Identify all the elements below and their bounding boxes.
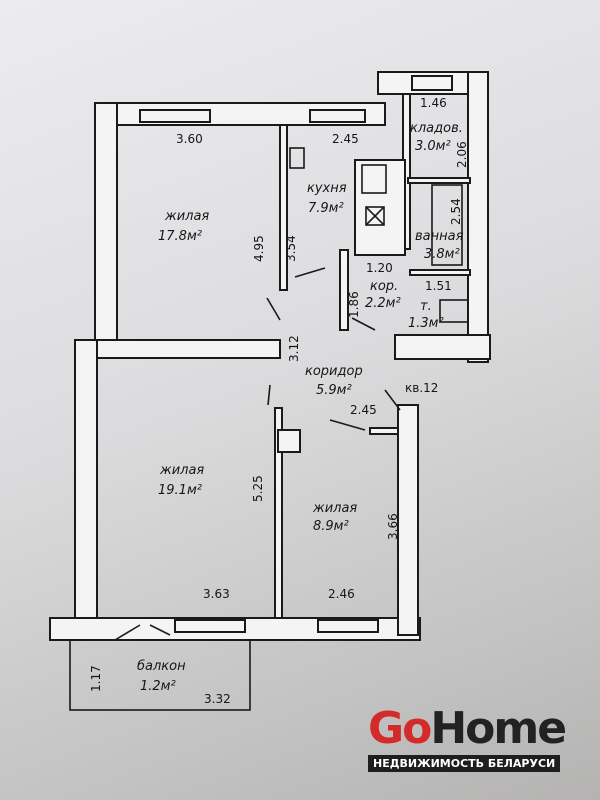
room-area: 8.9м² (313, 519, 349, 534)
dimension: 1.51 (425, 279, 452, 293)
dimension: 3.66 (386, 513, 400, 540)
dimension: 3.12 (287, 335, 301, 362)
room-area: 1.3м² (408, 316, 444, 331)
dimension: 3.63 (203, 587, 230, 601)
room-name: коридор (305, 364, 363, 379)
dimension: 1.20 (366, 261, 393, 275)
dimension: 5.25 (251, 475, 265, 502)
room-name: балкон (137, 659, 186, 674)
room-area: 3.8м² (424, 247, 460, 262)
dimension: 2.45 (332, 132, 359, 146)
room-area: 17.8м² (158, 229, 202, 244)
walls (49, 71, 491, 711)
dimension: 2.54 (449, 198, 463, 225)
dimension: 3.60 (176, 132, 203, 146)
dimension: 1.46 (420, 96, 447, 110)
room-labels: жилая 17.8м² кухня 7.9м² кладов. 3.0м² в… (137, 121, 464, 694)
dimension: 1.86 (347, 291, 361, 318)
room-area: 7.9м² (308, 201, 344, 216)
room-area: 5.9м² (316, 383, 352, 398)
room-name: кухня (307, 181, 347, 196)
dimension: 1.17 (89, 665, 103, 692)
room-name: кладов. (410, 121, 463, 136)
dimension: 3.54 (284, 235, 298, 262)
gohome-logo: GoHome НЕДВИЖИМОСТЬ БЕЛАРУСИ (368, 703, 567, 772)
room-name: жилая (312, 501, 357, 516)
dimension: 3.32 (204, 692, 231, 706)
apartment-number: кв.12 (405, 381, 438, 395)
dimension: 2.45 (350, 403, 377, 417)
room-area: 2.2м² (365, 296, 401, 311)
logo-go: Go (368, 703, 432, 754)
room-name: жилая (164, 209, 209, 224)
room-name: ванная (415, 229, 464, 244)
room-area: 1.2м² (140, 679, 176, 694)
dimension: 2.46 (328, 587, 355, 601)
logo-home: Home (430, 703, 567, 754)
logo-subtitle: НЕДВИЖИМОСТЬ БЕЛАРУСИ (368, 755, 561, 772)
room-area: 3.0м² (415, 139, 451, 154)
room-area: 19.1м² (158, 483, 202, 498)
room-name: т. (420, 299, 432, 314)
room-name: кор. (370, 279, 398, 294)
dimension: 4.95 (252, 235, 266, 262)
dimension: 2.06 (455, 141, 469, 168)
dimension-labels: 3.60 2.45 1.46 2.06 4.95 3.54 2.54 1.20 … (89, 96, 469, 706)
room-name: жилая (159, 463, 204, 478)
